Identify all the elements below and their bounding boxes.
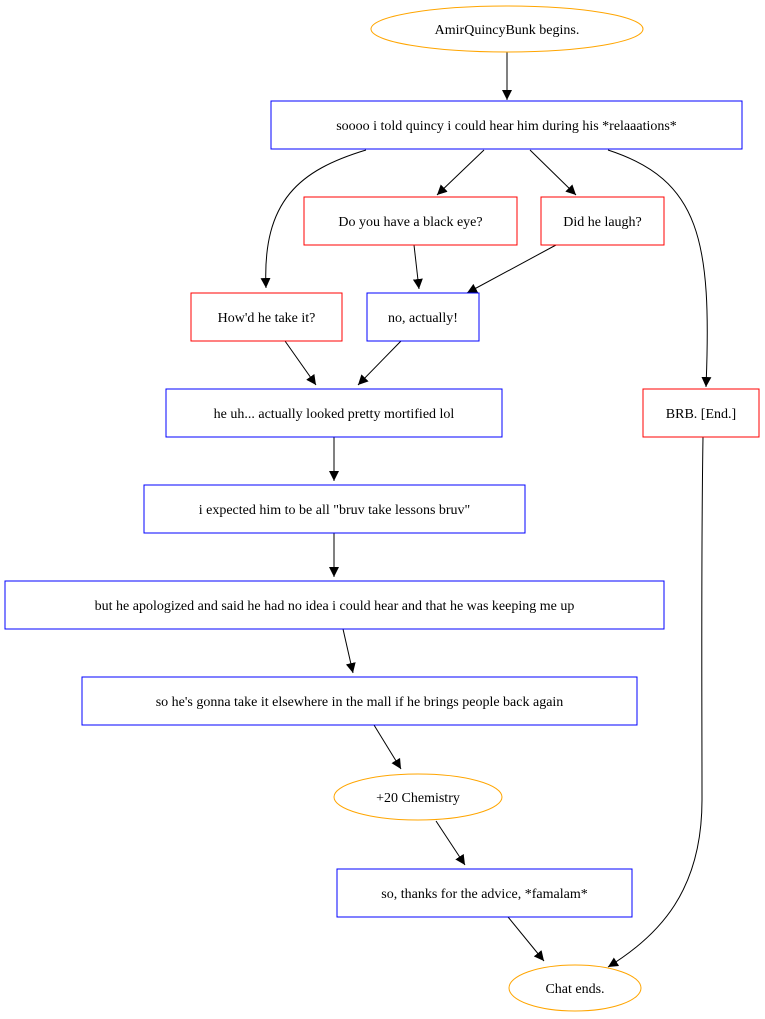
choice-node-how-take-it-label: How'd he take it? <box>218 311 316 326</box>
edge-n1-to-laugh <box>529 149 577 196</box>
start-node-label: AmirQuincyBunk begins. <box>435 23 580 38</box>
nodes: AmirQuincyBunk begins. soooo i told quin… <box>4 5 760 1012</box>
edge-take-to-mortified <box>284 340 317 386</box>
choice-node-brb-end-label: BRB. [End.] <box>666 407 736 422</box>
chemistry-node-label: +20 Chemistry <box>376 791 460 806</box>
edge-n1-to-brb <box>607 149 712 388</box>
message-node-mortified: he uh... actually looked pretty mortifie… <box>165 388 503 438</box>
edge-elsewhere-to-chem <box>373 724 402 770</box>
edge-brb-to-end <box>607 436 704 968</box>
choice-node-did-he-laugh-label: Did he laugh? <box>563 215 642 230</box>
edge-thanks-to-end <box>507 916 545 962</box>
choice-node-did-he-laugh: Did he laugh? <box>540 196 665 246</box>
end-node: Chat ends. <box>508 964 642 1012</box>
edge-apologized-to-elsewhere <box>342 628 356 674</box>
choice-node-black-eye-label: Do you have a black eye? <box>338 215 482 230</box>
message-node-relaaations: soooo i told quincy i could hear him dur… <box>270 100 743 150</box>
edge-actually-to-mortified <box>357 340 402 386</box>
end-node-label: Chat ends. <box>545 982 604 997</box>
choice-node-black-eye: Do you have a black eye? <box>303 196 518 246</box>
message-node-thanks-label: so, thanks for the advice, *famalam* <box>381 887 587 902</box>
message-node-elsewhere: so he's gonna take it elsewhere in the m… <box>81 676 638 726</box>
message-node-no-actually: no, actually! <box>366 292 480 342</box>
edge-blackeye-to-actually <box>412 244 423 290</box>
message-node-thanks: so, thanks for the advice, *famalam* <box>336 868 633 918</box>
message-node-apologized: but he apologized and said he had no ide… <box>4 580 665 630</box>
message-node-no-actually-label: no, actually! <box>388 311 458 326</box>
start-node: AmirQuincyBunk begins. <box>370 5 644 53</box>
message-node-apologized-label: but he apologized and said he had no ide… <box>95 599 575 614</box>
choice-node-brb-end: BRB. [End.] <box>642 388 760 438</box>
edge-n1-to-blackeye <box>436 149 485 196</box>
edges <box>260 52 712 968</box>
message-node-relaaations-label: soooo i told quincy i could hear him dur… <box>336 119 677 134</box>
message-node-expected-label: i expected him to be all "bruv take less… <box>199 503 471 518</box>
edge-laugh-to-actually <box>466 244 557 294</box>
message-node-elsewhere-label: so he's gonna take it elsewhere in the m… <box>156 695 564 710</box>
edge-n1-to-take <box>260 149 367 289</box>
edge-chem-to-thanks <box>435 820 466 866</box>
message-node-mortified-label: he uh... actually looked pretty mortifie… <box>214 407 455 422</box>
choice-node-how-take-it: How'd he take it? <box>190 292 343 342</box>
chemistry-node: +20 Chemistry <box>333 773 503 821</box>
message-node-expected: i expected him to be all "bruv take less… <box>143 484 526 534</box>
